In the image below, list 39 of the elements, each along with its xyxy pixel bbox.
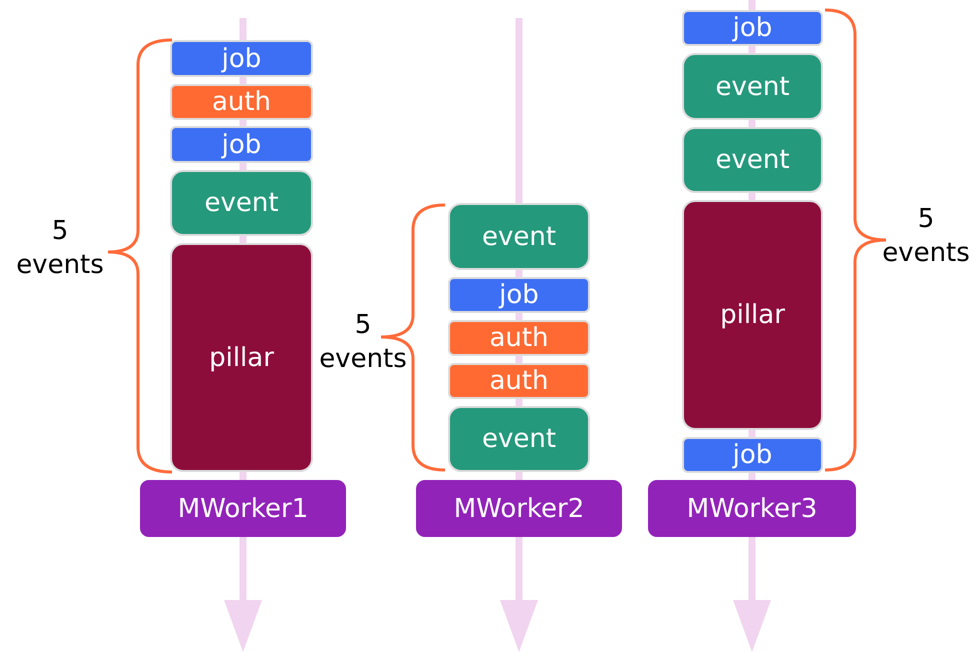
brace-label: 5 events [15, 215, 105, 282]
block-label: job [732, 13, 772, 43]
block-label: event [715, 145, 790, 175]
brace-label: 5 events [881, 203, 971, 270]
worker-name: MWorker3 [686, 494, 818, 524]
task-block [448, 320, 590, 356]
task-block [682, 127, 823, 193]
task-block [682, 437, 823, 473]
block-label: job [499, 280, 539, 310]
task-block [682, 200, 823, 430]
task-block [170, 126, 313, 163]
block-label: job [222, 130, 262, 160]
task-block [170, 40, 313, 77]
worker-name: MWorker2 [454, 494, 584, 524]
block-label: event [204, 188, 279, 218]
block-label: auth [489, 366, 549, 396]
task-block [448, 406, 590, 472]
task-block [682, 53, 823, 120]
brace-label: 5 events [318, 309, 408, 376]
block-label: event [482, 424, 556, 454]
block-label: job [732, 440, 772, 470]
task-block [170, 84, 313, 120]
worker-name: MWorker1 [178, 494, 308, 524]
task-block [448, 203, 590, 270]
task-block [170, 243, 313, 472]
block-label: job [222, 44, 262, 74]
block-label: pillar [720, 300, 785, 330]
block-label: auth [489, 323, 549, 353]
block-label: event [715, 72, 790, 102]
worker-box [416, 480, 622, 537]
task-block [448, 363, 590, 399]
task-block [448, 277, 590, 313]
task-block [170, 170, 313, 236]
worker-box [140, 480, 346, 537]
block-label: auth [212, 87, 272, 117]
block-label: event [482, 222, 556, 252]
worker-box [648, 480, 856, 537]
block-label: pillar [209, 342, 274, 372]
task-block [682, 10, 823, 46]
